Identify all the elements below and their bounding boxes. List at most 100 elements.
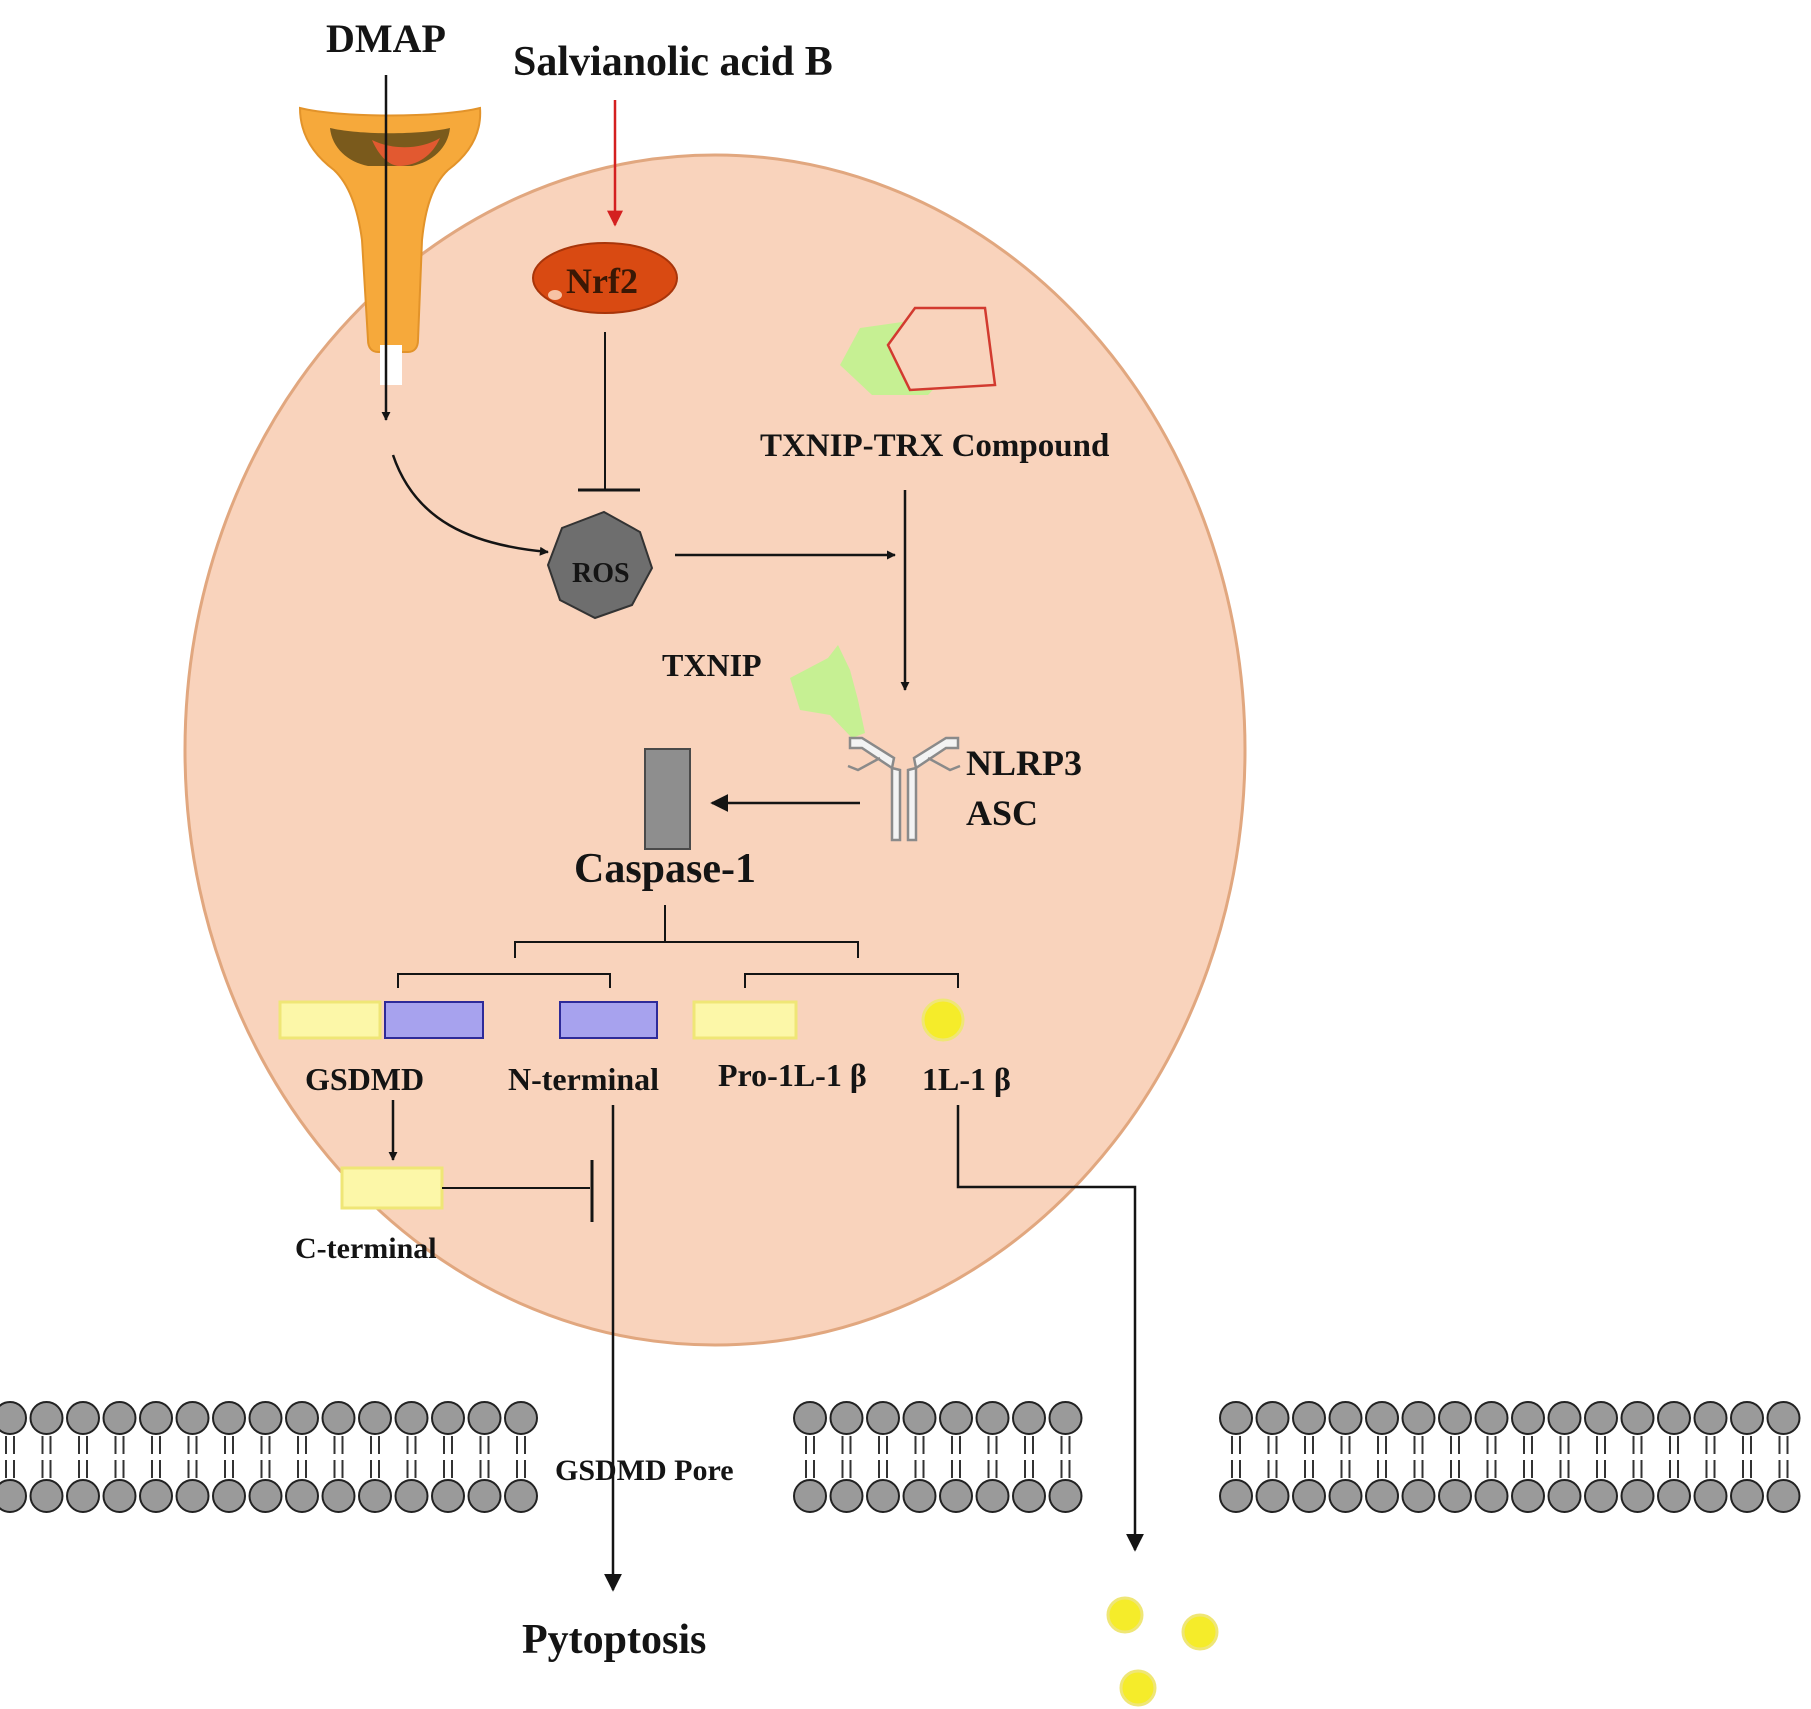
lipid-head (1292, 1401, 1326, 1435)
lipid-head (175, 1479, 210, 1513)
lipid-head (358, 1479, 392, 1513)
lipid-head (1365, 1479, 1399, 1513)
il1b-label: 1L-1 β (922, 1061, 1011, 1097)
gsdmd-n-domain-box (384, 1001, 484, 1039)
lipid-bilayer-left (0, 1401, 538, 1513)
lipid-head (1012, 1479, 1046, 1513)
c-terminal-label: C-terminal (295, 1232, 437, 1265)
asc-label: ASC (966, 793, 1038, 833)
txnip-trx-compound-label: TXNIP-TRX Compound (760, 428, 1109, 464)
lipid-head (175, 1401, 210, 1435)
lipid-head (1620, 1401, 1655, 1435)
pro-il1b-box (692, 1000, 798, 1040)
gsdmd-pore-label: GSDMD Pore (555, 1454, 734, 1487)
lipid-head (1255, 1401, 1290, 1435)
txnip-icon (790, 645, 865, 738)
n-terminal-label: N-terminal (508, 1061, 659, 1097)
caspase1-node (644, 748, 691, 850)
ros-node (546, 510, 654, 620)
lipid-head (1401, 1401, 1436, 1435)
nrf2-node (532, 242, 678, 314)
lipid-head (248, 1479, 283, 1513)
lipid-head (939, 1479, 973, 1513)
pro-il1b-label: Pro-1L-1 β (718, 1057, 867, 1093)
lipid-head (902, 1401, 937, 1435)
lipid-head (1292, 1479, 1326, 1513)
lipid-head (0, 1479, 27, 1513)
lipid-head (248, 1401, 283, 1435)
lipid-head (1048, 1401, 1083, 1435)
dmap-to-ros-arrow (391, 454, 549, 556)
lipid-head (394, 1401, 429, 1435)
lipid-head (1766, 1479, 1801, 1513)
lipid-head (358, 1401, 392, 1435)
il1b-release-arrow (956, 1105, 1144, 1552)
lipid-head (975, 1479, 1010, 1513)
lipid-head (102, 1401, 137, 1435)
lipid-head (0, 1401, 27, 1435)
lipid-head (1693, 1479, 1728, 1513)
gsdmd-c-domain-box (278, 1000, 382, 1040)
lipid-head (1012, 1401, 1046, 1435)
lipid-bilayer-middle (793, 1401, 1083, 1513)
il1b-dot-icon (921, 998, 965, 1042)
lipid-head (285, 1401, 319, 1435)
lipid-head (1511, 1479, 1545, 1513)
dmap-label: DMAP (326, 16, 446, 61)
lipid-head (29, 1479, 64, 1513)
n-terminal-box (559, 1001, 658, 1039)
caspase1-branch-brackets (397, 905, 959, 988)
lipid-head (1547, 1401, 1582, 1435)
ros-label: ROS (572, 558, 630, 589)
nlrp3-label: NLRP3 (966, 743, 1082, 783)
lipid-head (467, 1401, 502, 1435)
lipid-head (1401, 1479, 1436, 1513)
lipid-head (1620, 1479, 1655, 1513)
lipid-head (1693, 1401, 1728, 1435)
lipid-bilayer-right (1219, 1401, 1801, 1513)
lipid-head (285, 1479, 319, 1513)
lipid-head (467, 1479, 502, 1513)
lipid-head (139, 1479, 173, 1513)
lipid-head (102, 1479, 137, 1513)
lipid-head (1328, 1401, 1363, 1435)
lipid-head (1766, 1401, 1801, 1435)
lipid-head (866, 1401, 900, 1435)
lipid-head (1365, 1401, 1399, 1435)
lipid-head (1474, 1479, 1509, 1513)
c-terminal-box (340, 1166, 444, 1210)
nlrp3-asc-receptor-icon (847, 736, 961, 842)
lipid-head (1219, 1479, 1253, 1513)
lipid-head (1328, 1479, 1363, 1513)
c-terminal-inhibition (442, 1160, 594, 1222)
lipid-head (1438, 1479, 1472, 1513)
lipid-head (1730, 1401, 1764, 1435)
lipid-head (1584, 1479, 1618, 1513)
lipid-head (829, 1401, 864, 1435)
lipid-head (1048, 1479, 1083, 1513)
txnip-label: TXNIP (662, 647, 762, 683)
lipid-head (939, 1401, 973, 1435)
lipid-head (1438, 1401, 1472, 1435)
lipid-head (793, 1401, 827, 1435)
lipid-head (1511, 1401, 1545, 1435)
lipid-head (431, 1479, 465, 1513)
lipid-head (212, 1479, 246, 1513)
caspase1-label: Caspase-1 (574, 846, 756, 892)
txnip-trx-compound-icon (840, 306, 997, 395)
lipid-head (504, 1401, 538, 1435)
lipid-head (139, 1401, 173, 1435)
gsdmd-label: GSDMD (305, 1061, 424, 1097)
nrf2-inhibits-ros (578, 332, 640, 492)
lipid-head (1255, 1479, 1290, 1513)
lipid-head (321, 1479, 356, 1513)
lipid-head (1730, 1479, 1764, 1513)
lipid-head (504, 1479, 538, 1513)
lipid-head (431, 1401, 465, 1435)
lipid-head (212, 1401, 246, 1435)
released-il1b-icons (1106, 1596, 1219, 1707)
nrf2-label: Nrf2 (566, 261, 638, 301)
lipid-head (1474, 1401, 1509, 1435)
cell-body (183, 153, 1247, 1347)
lipid-head (1657, 1479, 1691, 1513)
